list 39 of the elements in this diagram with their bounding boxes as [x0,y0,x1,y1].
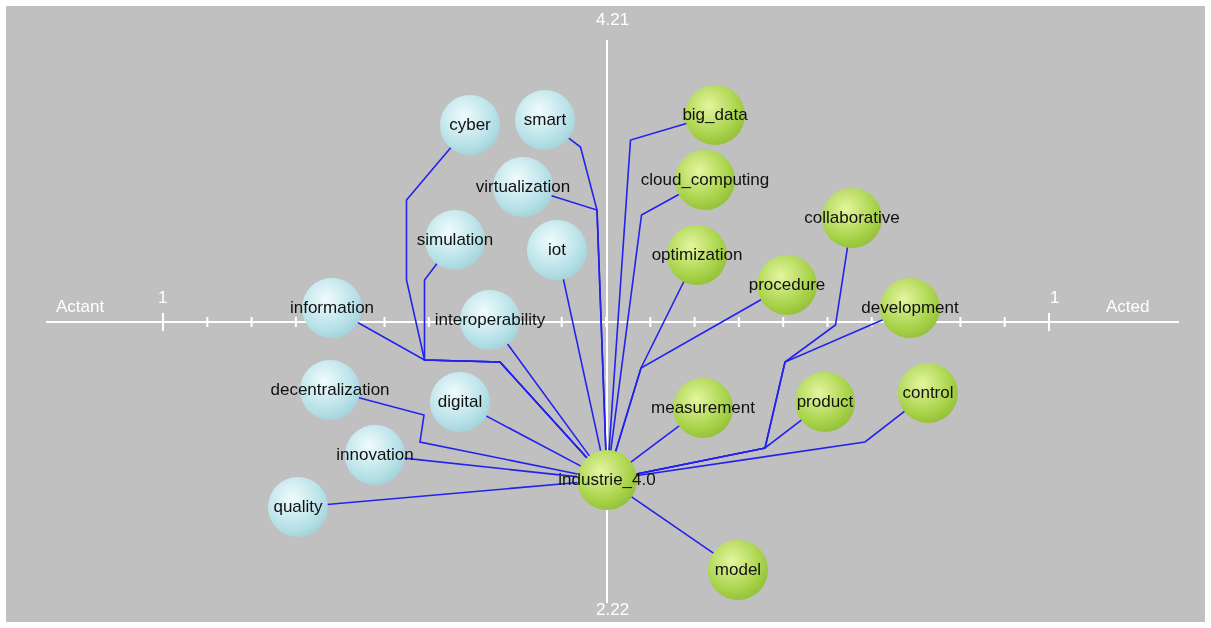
node-label: cyber [449,115,491,135]
node-label: virtualization [475,177,571,197]
axis-title: Acted [1106,297,1150,317]
connector-line [506,342,591,458]
node-label: digital [437,392,483,412]
node-label: smart [523,110,567,130]
node-label: industrie_4.0 [558,470,656,490]
connector-line [326,481,579,506]
axis-title: Actant [56,297,105,317]
connector-line [609,193,681,452]
node-label: information [289,298,375,318]
connector-line [356,321,589,460]
node-label: iot [548,240,566,260]
node-label: collaborative [804,208,900,228]
connector-line [549,194,607,452]
connector-line [357,396,580,475]
node-label: optimization [651,245,743,265]
node-label: development [861,298,959,318]
connector-line [630,495,715,555]
node-label: quality [273,497,323,517]
node-label: model [714,560,762,580]
connector-line [562,277,602,453]
connector-line [484,414,583,468]
node-label: decentralization [270,380,390,400]
connector-line [629,424,681,464]
node-label: measurement [651,398,755,418]
node-label: simulation [416,230,494,250]
connector-line [614,298,763,454]
node-label: innovation [336,445,414,465]
node-label: procedure [748,275,826,295]
connector-line [608,122,688,452]
node-label: product [796,392,854,412]
tick-label: 1 [158,288,168,308]
axis-value: 4.21 [596,10,630,30]
tick-label: 1 [1050,288,1060,308]
node-label: big_data [682,105,748,125]
axis-value: 2.22 [596,600,630,620]
node-label: interoperability [434,310,546,330]
node-label: control [902,383,954,403]
